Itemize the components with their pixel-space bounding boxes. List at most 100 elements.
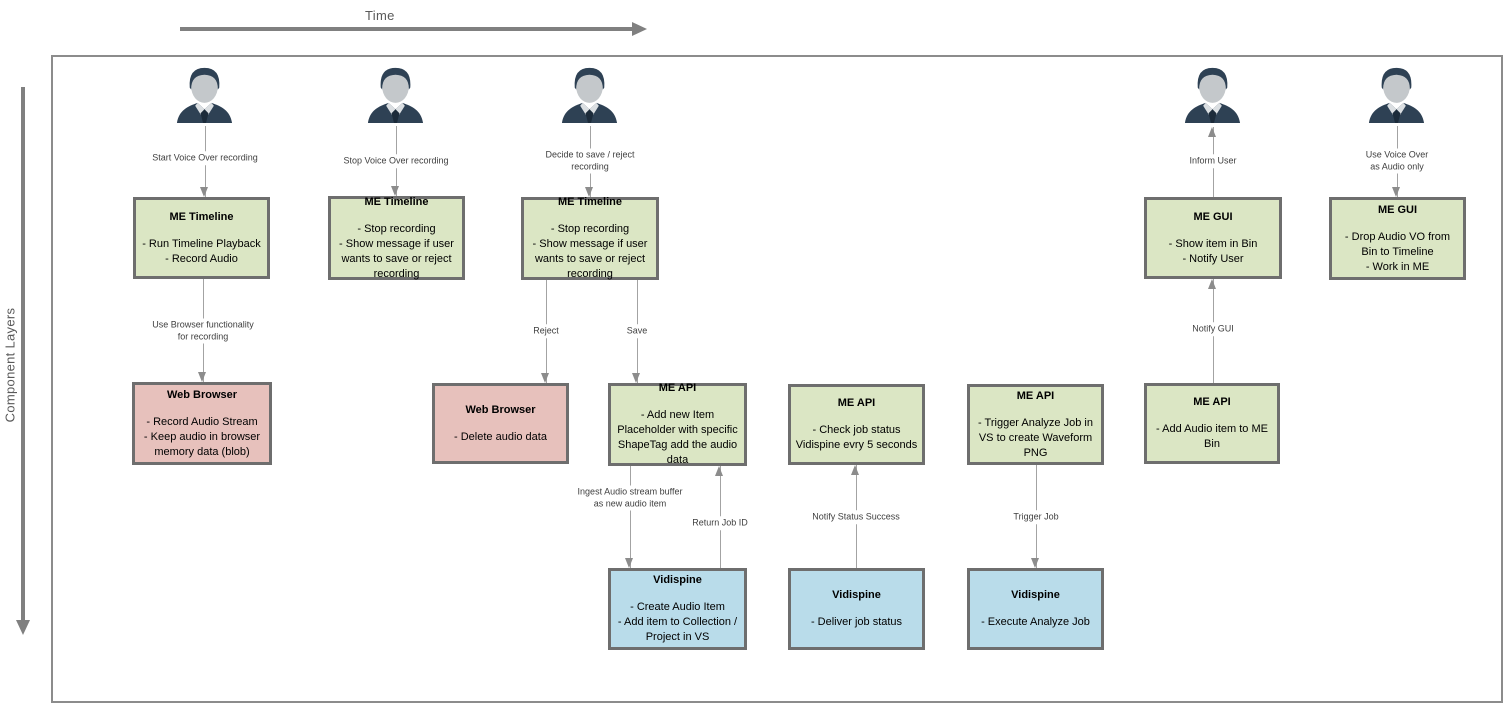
web-browser-delete-body: - Delete audio data <box>454 430 547 445</box>
user-icon <box>176 67 233 124</box>
me-gui-drop-audio-line: - Drop Audio VO from Bin to Timeline <box>1344 230 1451 258</box>
me-api-add-to-bin-line: - Add Audio item to ME Bin <box>1156 423 1268 450</box>
arrow-decide-label-line: Decide to save / reject <box>545 149 635 160</box>
me-api-check-status: ME API- Check job status Vidispine evry … <box>788 384 925 465</box>
arrow-notify-gui-arrowhead-icon <box>1208 279 1216 289</box>
arrow-stop-vo-label: Stop Voice Over recording <box>340 154 452 168</box>
arrow-stop-vo-arrowhead-icon <box>391 186 399 196</box>
arrow-use-vo-audio-label-line: Use Voice Over <box>1365 149 1429 160</box>
me-timeline-start-title: ME Timeline <box>169 210 234 223</box>
web-browser-record-title: Web Browser <box>166 388 238 401</box>
me-api-add-to-bin: ME API - Add Audio item to ME Bin <box>1144 383 1280 464</box>
arrow-decide-arrowhead-icon <box>585 187 593 197</box>
web-browser-record-body: - Record Audio Stream- Keep audio in bro… <box>139 415 265 460</box>
arrow-start-vo-arrowhead-icon <box>200 187 208 197</box>
user-icon <box>1368 67 1425 124</box>
me-timeline-stop: ME Timeline - Stop recording- Show messag… <box>328 196 465 280</box>
arrow-notify-status-label-line: Notify Status Success <box>812 511 900 522</box>
arrow-save-arrowhead-icon <box>632 373 640 383</box>
vidispine-create-item-body: - Create Audio Item - Add item to Collect… <box>615 600 740 645</box>
user-icon <box>561 67 618 124</box>
me-timeline-decide-line: - Show message if user wants to save or … <box>532 238 648 280</box>
web-browser-delete-title: Web Browser <box>465 403 536 416</box>
vidispine-deliver-status: Vidispine - Deliver job status <box>788 568 925 650</box>
arrow-return-job-id-label: Return Job ID <box>689 516 751 530</box>
arrow-decide-label-line: recording <box>571 161 609 171</box>
me-timeline-decide-title: ME Timeline <box>558 196 622 208</box>
me-api-trigger-analyze: ME API- Trigger Analyze Job in VS to cre… <box>967 384 1104 465</box>
user-decide-save-reject <box>558 62 621 130</box>
web-browser-record-line: - Keep audio in browser memory data (blo… <box>143 430 261 458</box>
me-gui-show-item-body: - Show item in Bin- Notify User <box>1169 237 1258 267</box>
arrow-use-browser-label-line: Use Browser functionality <box>152 319 254 330</box>
me-api-add-item: ME API- Add new Item Placeholder with sp… <box>608 382 747 468</box>
arrow-use-browser-arrowhead-icon <box>198 372 206 382</box>
me-api-add-to-bin-body: - Add Audio item to ME Bin <box>1151 422 1273 452</box>
vidispine-create-item-line: - Add item to Collection / Project in VS <box>617 616 738 643</box>
vidispine-create-item-title: Vidispine <box>653 574 702 586</box>
web-browser-delete-line: - Delete audio data <box>454 430 547 443</box>
me-gui-show-item-title: ME GUI <box>1193 210 1233 223</box>
me-gui-show-item-line: - Show item in Bin <box>1168 237 1258 250</box>
user-stop-recording <box>364 62 427 130</box>
arrow-inform-user-label-line: Inform User <box>1189 155 1237 166</box>
me-timeline-stop-title: ME Timeline <box>364 195 429 208</box>
arrow-reject-label-line: Reject <box>533 325 559 336</box>
arrow-reject-label: Reject <box>530 324 562 338</box>
arrow-stop-vo-label-line: Stop Voice Over recording <box>343 155 449 166</box>
arrow-use-vo-audio-arrowhead-icon <box>1392 187 1400 197</box>
arrow-ingest-line <box>629 466 631 568</box>
arrow-ingest-label-line: Ingest Audio stream buffer <box>577 486 683 497</box>
user-start-recording <box>173 62 236 130</box>
arrow-start-vo-label-line: Start Voice Over recording <box>152 152 258 163</box>
vidispine-deliver-status-title: Vidispine <box>832 589 881 601</box>
arrow-trigger-job-arrowhead-icon <box>1031 558 1039 568</box>
vidispine-execute-analyze-line: - Execute Analyze Job <box>981 616 1090 628</box>
arrow-ingest-arrowhead-icon <box>625 558 633 568</box>
me-gui-drop-audio-title: ME GUI <box>1377 203 1418 216</box>
me-timeline-start-line: - Record Audio <box>165 252 238 265</box>
arrow-use-vo-audio-label-line: as Audio only <box>1370 161 1424 171</box>
user-icon <box>367 67 424 124</box>
arrow-inform-user-label: Inform User <box>1186 154 1240 168</box>
arrow-start-vo-label: Start Voice Over recording <box>149 151 261 165</box>
user-informed <box>1181 62 1244 130</box>
me-timeline-decide-body: - Stop recording - Show message if user w… <box>528 222 652 282</box>
web-browser-delete: Web Browser - Delete audio data <box>432 383 569 464</box>
me-timeline-start-line: - Run Timeline Playback <box>142 237 261 250</box>
me-gui-show-item: ME GUI - Show item in Bin- Notify User <box>1144 197 1282 279</box>
vidispine-create-item-line: - Create Audio Item <box>630 601 725 613</box>
me-api-trigger-analyze-line: - Trigger Analyze Job in VS to create Wa… <box>978 416 1093 459</box>
me-timeline-decide: ME Timeline - Stop recording - Show messag… <box>521 196 659 282</box>
component-layers-arrowhead-icon <box>16 620 30 635</box>
me-timeline-decide-line: - Stop recording <box>550 223 630 235</box>
arrow-return-job-id-label-line: Return Job ID <box>692 517 748 528</box>
user-icon <box>1184 67 1241 124</box>
arrow-trigger-job-label-line: Trigger Job <box>1013 511 1059 522</box>
component-layers-axis-label: Component Layers <box>2 307 18 423</box>
vidispine-execute-analyze-body: - Execute Analyze Job <box>981 615 1090 630</box>
time-axis-arrow-line <box>180 27 632 31</box>
me-timeline-stop-body: - Stop recording- Show message if user w… <box>335 222 458 282</box>
me-api-add-item-body: - Add new Item Placeholder with specific… <box>615 408 740 468</box>
me-timeline-start-body: - Run Timeline Playback - Record Audio <box>142 237 261 267</box>
me-api-add-to-bin-title: ME API <box>1193 396 1231 408</box>
me-timeline-stop-line: - Show message if user wants to save or … <box>339 237 454 280</box>
arrow-notify-status-label: Notify Status Success <box>809 510 903 524</box>
time-axis-label: Time <box>365 8 395 23</box>
me-api-check-status-title: ME API <box>837 397 876 409</box>
me-gui-drop-audio-line: - Work in ME <box>1365 260 1430 273</box>
vidispine-execute-analyze: Vidispine- Execute Analyze Job <box>967 568 1104 650</box>
arrow-inform-user-arrowhead-icon <box>1208 127 1216 137</box>
component-layers-arrow-line <box>21 87 25 620</box>
arrow-notify-gui-label: Notify GUI <box>1189 322 1237 336</box>
vidispine-deliver-status-body: - Deliver job status <box>811 615 902 630</box>
me-gui-drop-audio: ME GUI - Drop Audio VO from Bin to Timeli… <box>1329 197 1466 280</box>
me-api-trigger-analyze-body: - Trigger Analyze Job in VS to create Wa… <box>974 416 1097 461</box>
arrow-save-label-line: Save <box>626 325 648 336</box>
vidispine-create-item: Vidispine - Create Audio Item - Add item t… <box>608 568 747 650</box>
